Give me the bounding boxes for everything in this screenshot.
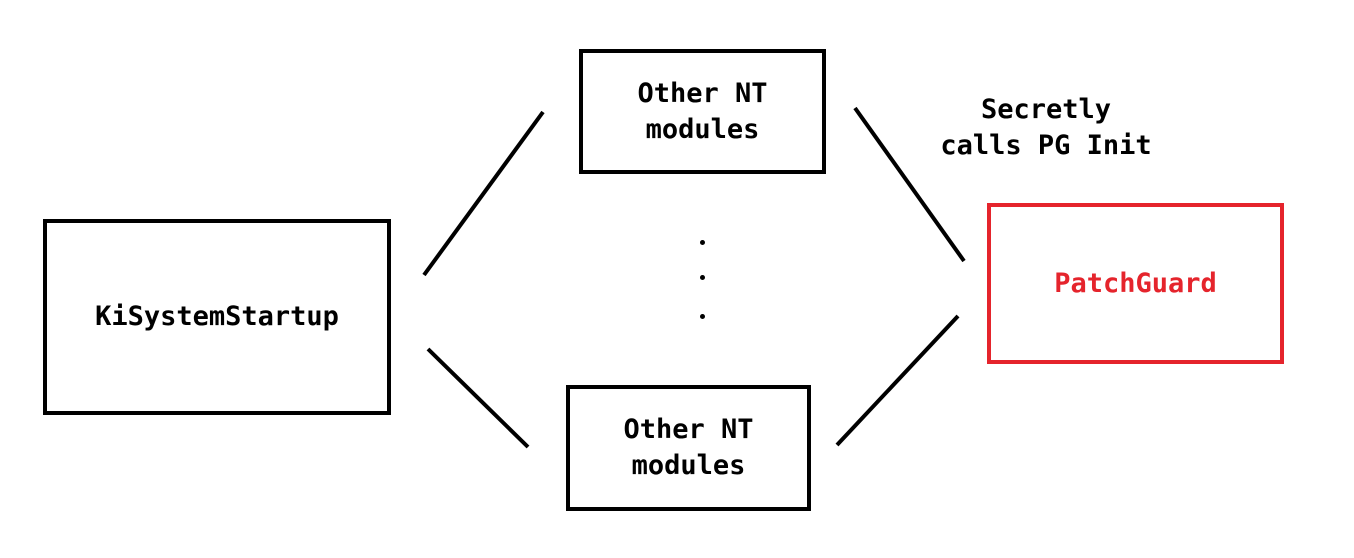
- nt-modules-node-bottom: Other NT modules: [566, 385, 811, 511]
- edge-start-to-bottom: [426, 347, 530, 449]
- patchguard-label: PatchGuard: [1054, 267, 1217, 299]
- kisystemstartup-node: KiSystemStartup: [43, 219, 391, 415]
- nt-modules-bottom-label: Other NT modules: [623, 414, 754, 481]
- ellipsis-dot-1: [700, 240, 705, 245]
- ellipsis-dot-2: [700, 275, 705, 280]
- nt-modules-node-top: Other NT modules: [579, 49, 826, 174]
- edge-top-to-patchguard: [853, 106, 966, 263]
- kisystemstartup-label: KiSystemStartup: [95, 301, 339, 332]
- patchguard-node: PatchGuard: [987, 203, 1284, 364]
- edge-start-to-top: [422, 110, 545, 277]
- secret-call-annotation: Secretly calls PG Init: [940, 94, 1152, 161]
- nt-modules-top-label: Other NT modules: [637, 77, 768, 145]
- ellipsis-dot-3: [700, 314, 705, 319]
- edge-bottom-to-patchguard: [835, 314, 960, 447]
